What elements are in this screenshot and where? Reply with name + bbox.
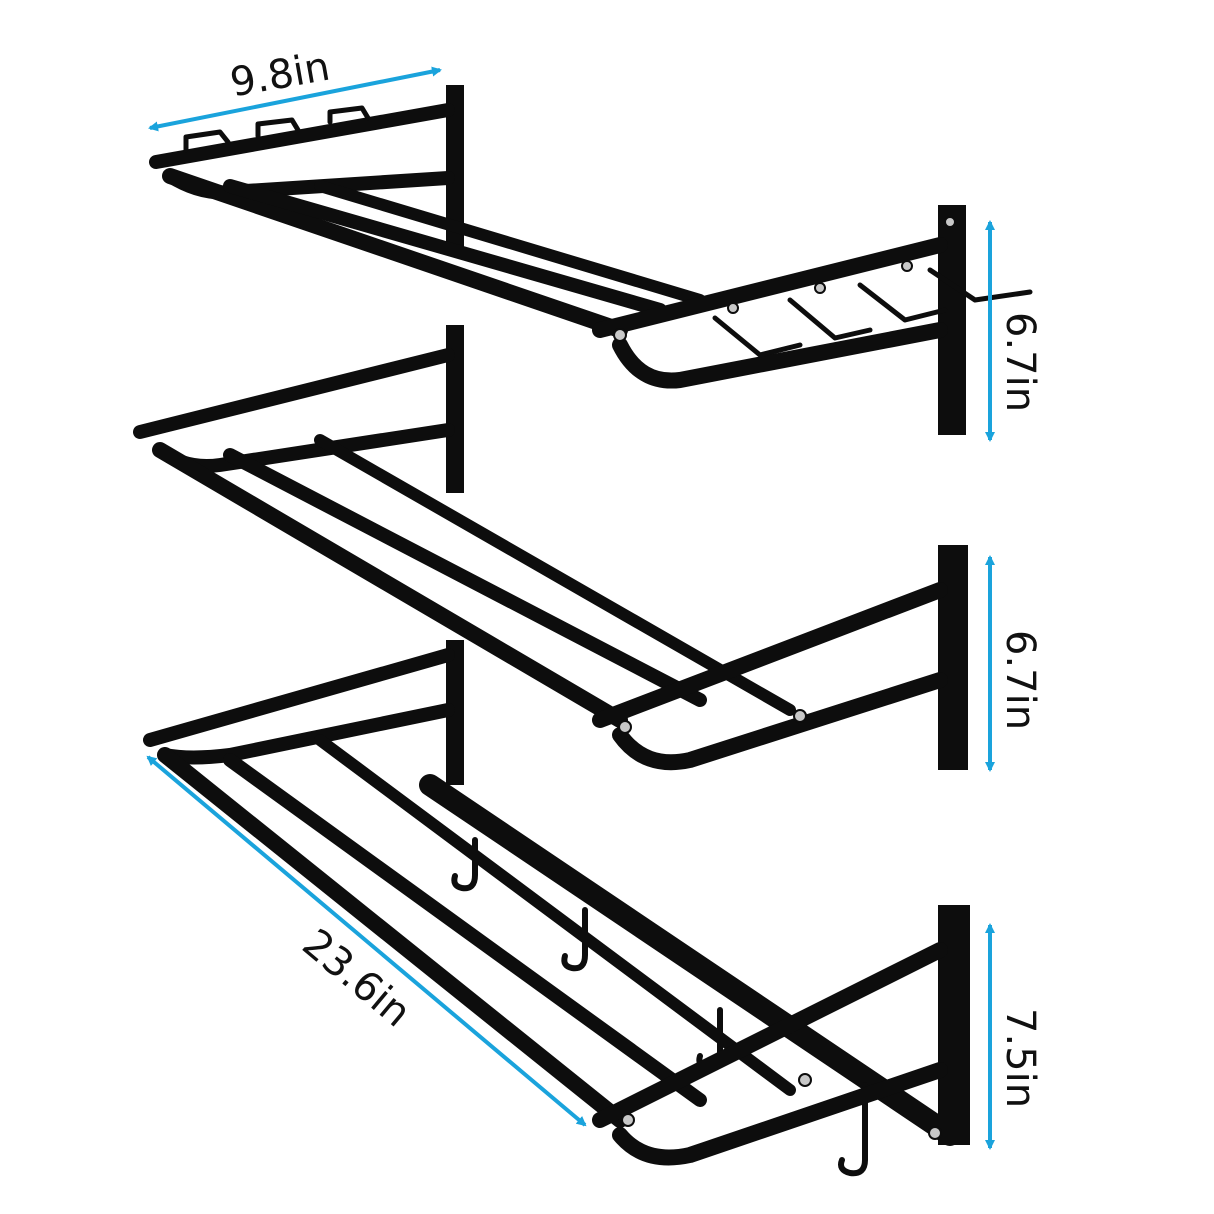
middle-rod-rear	[314, 434, 796, 716]
screw	[618, 720, 632, 734]
screw	[613, 328, 627, 342]
screw	[798, 1073, 812, 1087]
screw	[793, 709, 807, 723]
middle-right-bracket	[592, 582, 948, 771]
middle-shelf	[133, 325, 968, 771]
middle-gap-label: 6.7in	[997, 630, 1043, 730]
bottom-right-wall-plate	[938, 905, 970, 1145]
screw	[621, 1113, 635, 1127]
top-rod-rear	[314, 180, 706, 306]
middle-left-bracket	[133, 348, 455, 473]
depth-label: 9.8in	[227, 44, 334, 107]
length-arrow	[146, 755, 587, 1127]
middle-right-wall-plate	[938, 545, 968, 770]
bottom-height-label: 7.5in	[997, 1008, 1043, 1108]
bottom-rod-front	[157, 747, 628, 1128]
dimension-lines	[146, 66, 995, 1150]
hook	[838, 1082, 868, 1177]
top-gap-label: 6.7in	[997, 312, 1043, 412]
screw	[928, 1126, 942, 1140]
screw	[814, 282, 826, 294]
screw	[901, 260, 913, 272]
top-rod-front	[162, 168, 628, 338]
screw	[944, 216, 956, 228]
top-right-bracket	[592, 237, 948, 389]
middle-rod-front	[152, 442, 628, 728]
top-shelf	[149, 85, 1033, 435]
top-right-hanger-loops	[712, 267, 1033, 358]
top-rod-back	[223, 179, 667, 317]
bottom-right-bracket	[592, 942, 948, 1166]
middle-rod-back	[223, 448, 707, 707]
top-left-wall-plate	[446, 85, 464, 247]
bottom-shelf	[143, 640, 970, 1177]
bottom-left-bracket	[143, 648, 455, 765]
bottom-left-wall-plate	[446, 640, 464, 785]
depth-arrow	[148, 66, 442, 132]
middle-left-wall-plate	[446, 325, 464, 493]
screw	[727, 302, 739, 314]
